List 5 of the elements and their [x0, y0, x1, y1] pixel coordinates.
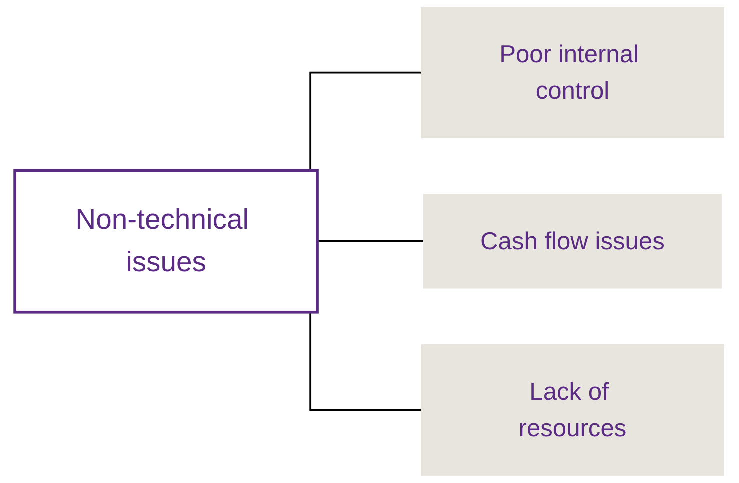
node-box: Poor internal control	[421, 7, 724, 138]
node-box: Lack of resources	[421, 344, 724, 476]
node-box: Cash flow issues	[423, 194, 722, 289]
node-box: Non-technical issues	[14, 169, 319, 314]
connector	[318, 240, 424, 242]
